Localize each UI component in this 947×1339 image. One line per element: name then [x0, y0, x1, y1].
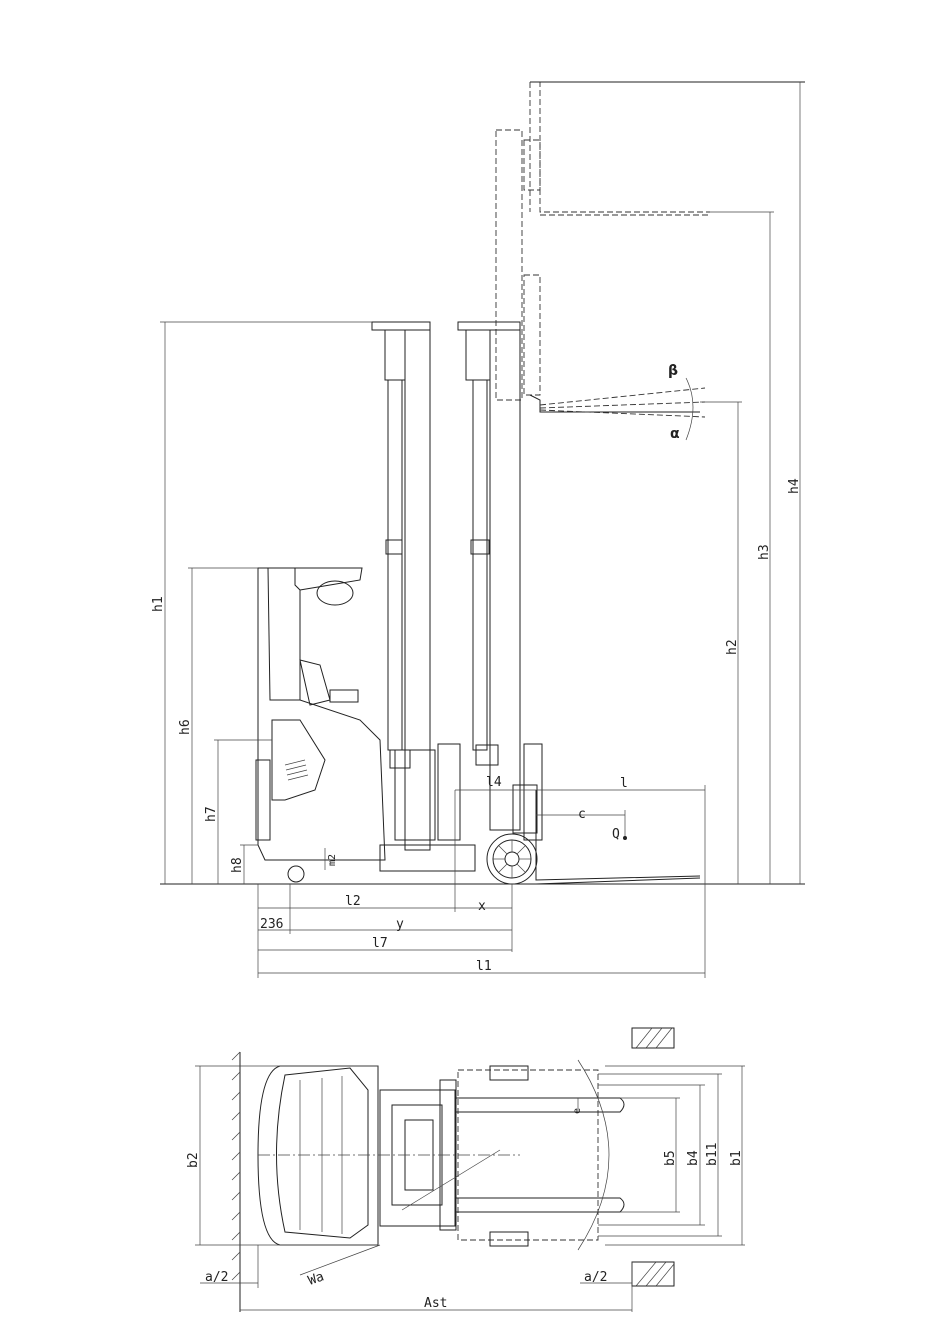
l1-label: l1: [476, 959, 492, 974]
l7-label: l7: [372, 936, 388, 951]
b4-label: b4: [686, 1150, 701, 1166]
y-label: y: [396, 917, 404, 932]
top-view: b2 b5 b4 b11 b1 e Wa a/2: [186, 1027, 745, 1312]
h2-label: h2: [725, 639, 740, 655]
aisle-walls: [231, 1027, 675, 1312]
m2-label: m2: [327, 854, 338, 866]
c-label: c: [578, 807, 586, 822]
b2-label: b2: [186, 1152, 201, 1168]
b11-label: b11: [705, 1143, 720, 1166]
h3-label: h3: [757, 544, 772, 560]
side-view: β α: [151, 81, 805, 978]
raised-mast-outline: [495, 81, 805, 401]
beta-label: β: [668, 363, 678, 379]
h7-label: h7: [204, 806, 219, 822]
horizontal-dimensions: l2 x 236 y l7 l1: [257, 790, 706, 978]
h8-label: h8: [230, 857, 245, 873]
load-wheel: [486, 833, 538, 885]
h1-label: h1: [151, 596, 166, 612]
alpha-label: α: [670, 426, 680, 442]
l-label: l: [620, 776, 628, 791]
x-label: x: [478, 899, 486, 914]
outer-mast: [371, 321, 431, 851]
ast-label: Ast: [424, 1296, 447, 1311]
top-dimensions: b2 b5 b4 b11 b1 e Wa a/2: [186, 1065, 745, 1311]
l4-label: l4: [486, 775, 502, 790]
a-half-left-label: a/2: [205, 1270, 228, 1285]
reach-mast: [437, 321, 543, 841]
l2-label: l2: [345, 894, 361, 909]
tilt-forks: β α: [529, 363, 706, 442]
top-forks: [456, 1059, 625, 1251]
h4-label: h4: [787, 478, 802, 494]
load-center: l c Q l4: [455, 775, 706, 884]
e-label: e: [572, 1108, 583, 1114]
lowered-forks: [535, 790, 701, 885]
b5-label: b5: [663, 1150, 678, 1166]
truck-chassis: [255, 567, 476, 883]
q-label: Q: [612, 827, 620, 842]
a-half-right-label: a/2: [584, 1270, 607, 1285]
wa-label: Wa: [306, 1269, 326, 1288]
rear-dimension-label: 236: [260, 917, 283, 932]
truck-top-outline: [257, 1065, 520, 1246]
b1-label: b1: [729, 1150, 744, 1166]
vertical-dimensions: h1 h6 h7 h8 h2 h3 h4 m2: [151, 82, 802, 884]
h6-label: h6: [178, 719, 193, 735]
